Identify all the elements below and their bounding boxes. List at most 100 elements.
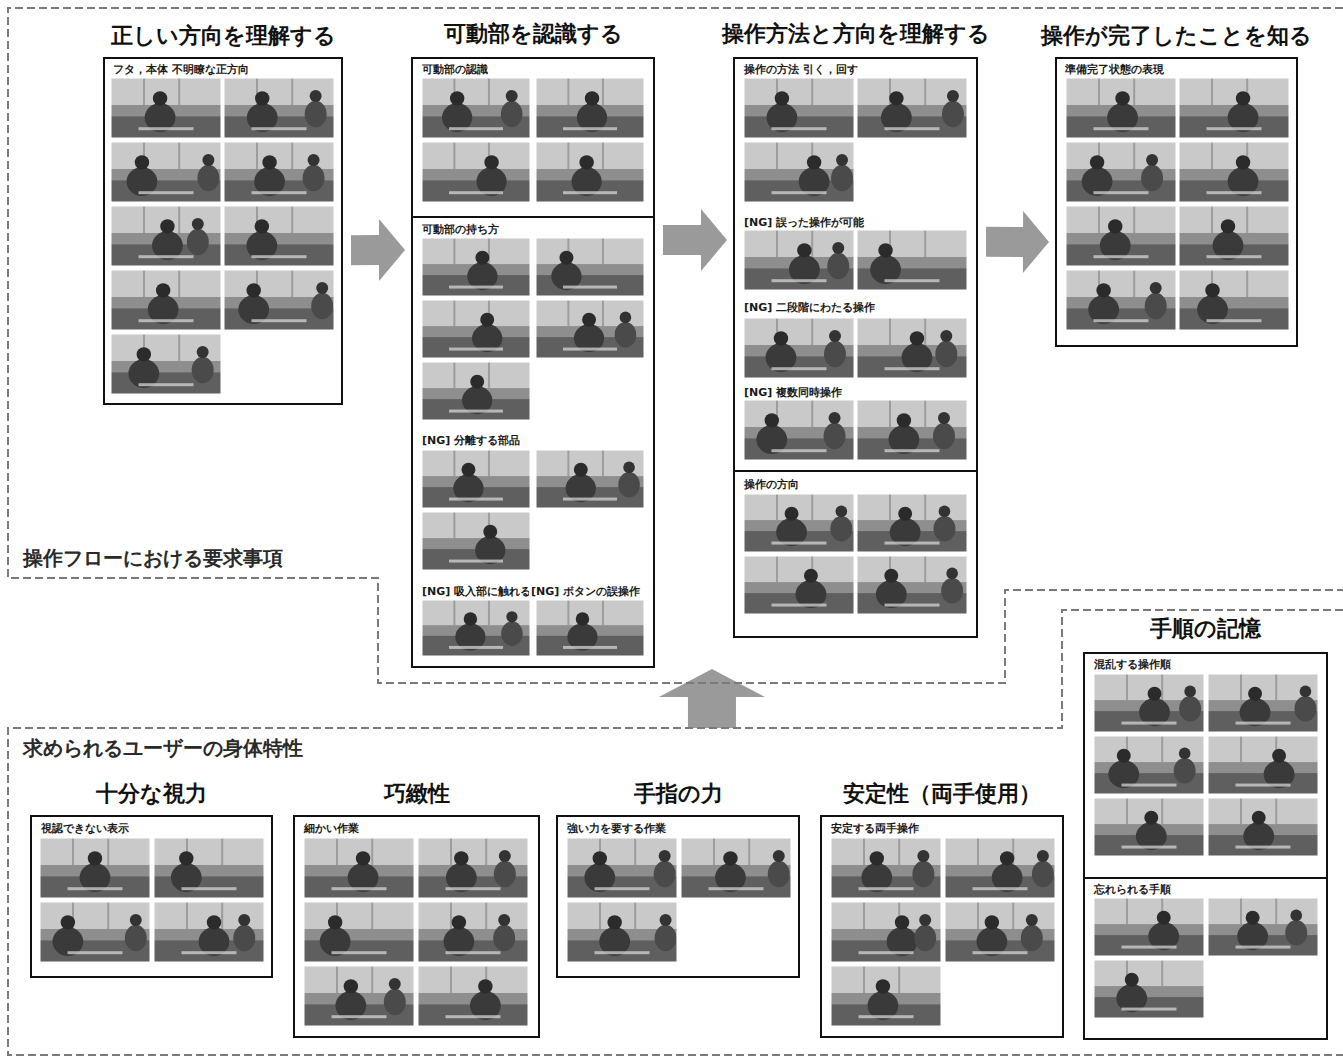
photo-person-head <box>1184 686 1196 698</box>
photo-window <box>1179 270 1289 297</box>
photo-window <box>224 142 334 169</box>
photo-table <box>422 180 530 202</box>
photo-person-head <box>910 331 924 345</box>
photo-person <box>824 341 846 367</box>
photo-person-head <box>88 851 102 865</box>
photo-window <box>744 318 854 345</box>
photo-person <box>501 621 523 646</box>
photo-mullion <box>924 400 926 427</box>
photo-ground <box>831 902 941 962</box>
photo-frame <box>111 78 221 138</box>
photo-ground <box>1179 270 1289 330</box>
photo-ground <box>422 450 530 508</box>
photo-person-head <box>1125 973 1139 987</box>
photo-ground <box>40 838 150 898</box>
photo-ground <box>1208 736 1318 794</box>
photo-person <box>187 229 209 255</box>
photo-panel: 手指の力強い力を要する作業 <box>556 815 800 978</box>
photo-person-head <box>464 612 477 625</box>
photo-window <box>1094 674 1204 700</box>
photo-window <box>1066 142 1176 169</box>
photo-person-head <box>660 914 672 926</box>
photo-caption-strip <box>885 279 940 282</box>
photo-frame <box>945 902 1055 962</box>
photo-person-head <box>607 915 621 929</box>
photo-person <box>933 516 955 542</box>
photo-caption-strip <box>449 646 503 649</box>
photo-ground <box>857 318 967 378</box>
photo-ground <box>422 512 530 570</box>
panel-label: [NG] 誤った操作が可能 <box>742 216 866 229</box>
photo-mullion <box>1161 736 1163 762</box>
photo-frame <box>536 600 644 656</box>
photo-ground <box>224 142 334 202</box>
photo <box>681 838 791 898</box>
photo-ground <box>111 78 221 138</box>
photo-window <box>418 838 528 865</box>
photo-mullion <box>1133 270 1135 297</box>
photo-window <box>304 838 414 865</box>
photo <box>1179 270 1289 330</box>
photo-person-head <box>1117 749 1131 763</box>
photo-window <box>224 78 334 105</box>
photo-mullion <box>567 300 569 326</box>
photo-frame <box>857 494 967 552</box>
photo-mullion <box>450 966 452 993</box>
photo-mullion <box>602 450 604 476</box>
photo-person-head <box>454 851 468 865</box>
photo-caption-strip <box>772 127 827 130</box>
photo-caption-strip <box>449 191 503 194</box>
photo-ground <box>857 556 967 614</box>
photo-mullion <box>889 400 891 427</box>
photo-frame <box>831 838 941 898</box>
photo-person-head <box>478 979 492 993</box>
photo-ground <box>422 362 530 420</box>
photo-caption-strip <box>563 191 617 194</box>
photo-person-head <box>480 313 494 327</box>
photo-mullion <box>178 270 180 297</box>
photo-mullion <box>602 142 604 169</box>
photo-frame <box>418 838 528 898</box>
photo-person <box>824 423 846 449</box>
photo <box>857 400 967 460</box>
photo-ground <box>945 838 1055 898</box>
requirement-region: 操作フローにおける要求事項正しい方向を理解するフタ，本体 不明瞭な正方向可動部を… <box>8 8 1343 683</box>
photo-caption-strip <box>449 127 503 130</box>
photo-mullion <box>450 838 452 865</box>
photo-mullion <box>453 450 455 476</box>
photo-mullion <box>178 334 180 361</box>
photo-caption-strip <box>885 604 940 607</box>
photo <box>422 600 530 656</box>
photo-person-head <box>1150 282 1162 294</box>
photo-frame <box>945 838 1055 898</box>
photo-ground <box>1208 898 1318 956</box>
photo-mullion <box>567 142 569 169</box>
photo-caption-strip <box>563 348 617 351</box>
photo-window <box>1208 674 1318 700</box>
photo-window <box>1066 78 1176 105</box>
photo-window <box>224 206 334 233</box>
photo <box>111 206 221 266</box>
photo-person <box>493 925 515 951</box>
photo-ground <box>744 318 854 378</box>
photo-frame <box>422 78 530 138</box>
photo-person-head <box>938 412 950 424</box>
photo <box>1208 674 1318 732</box>
photo-caption-strip <box>563 646 617 649</box>
photo-caption-strip <box>252 255 307 258</box>
photo-person <box>654 861 676 887</box>
photo-window <box>536 600 644 625</box>
photo-panel: 操作が完了したことを知る準備完了状態の表現 <box>1055 57 1298 347</box>
photo-person-head <box>484 155 498 169</box>
photo-person-head <box>160 219 174 233</box>
photo-caption-strip <box>449 410 503 413</box>
photo-caption-strip <box>1207 319 1262 322</box>
photo-ground <box>831 966 941 1026</box>
photo-person <box>914 925 936 951</box>
photo-mullion <box>186 902 188 929</box>
step-heading: 安定性（両手使用） <box>843 781 1041 807</box>
photo-mullion <box>453 600 455 625</box>
dashed-region-outline <box>8 8 1343 683</box>
photo-frame <box>111 270 221 330</box>
photo-person-head <box>576 612 589 625</box>
